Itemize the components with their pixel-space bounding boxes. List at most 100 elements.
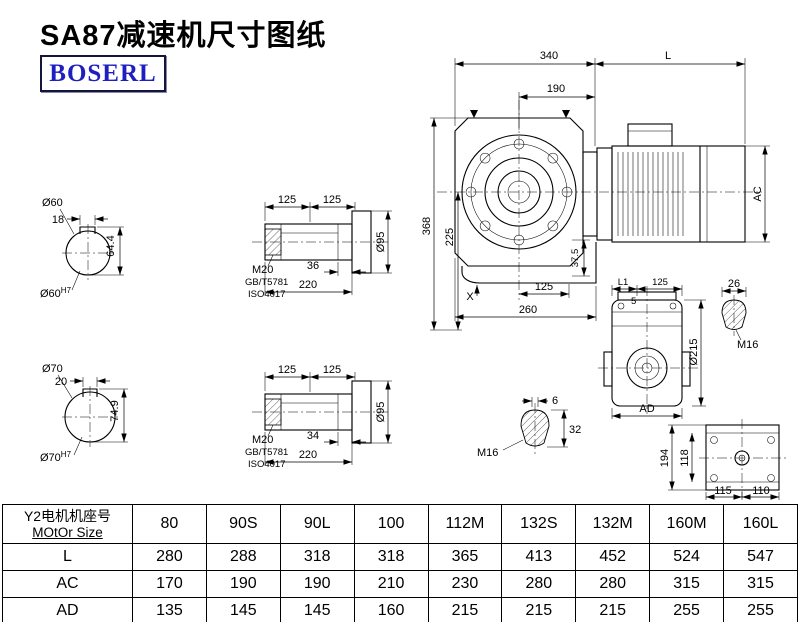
page-title: SA87减速机尺寸图纸 <box>40 20 327 52</box>
dim-dia95-top: Ø95 <box>375 232 387 253</box>
dim-37-5: 37.5 <box>570 249 581 268</box>
size-col-7: 160M <box>649 504 724 544</box>
dim-118: 118 <box>679 449 691 467</box>
dim-dia215: Ø215 <box>688 339 700 366</box>
dim-340: 340 <box>540 50 558 62</box>
dim-225: 225 <box>444 228 456 246</box>
table-cell: 255 <box>649 597 724 622</box>
table-cell: 280 <box>575 570 651 598</box>
dim-26: 26 <box>728 278 740 290</box>
shaft-detail-bottom: 125 125 M20 GB/T5781 ISO4017 34 220 Ø95 <box>245 364 392 470</box>
shaft-section-70: 20 74.9 Ø70 Ø70H7 <box>40 363 128 464</box>
key-detail-bottom: 6 32 M16 <box>477 395 581 459</box>
dim-height-60: 64.4 <box>105 235 117 256</box>
dim-368: 368 <box>421 217 433 235</box>
thread-end <box>264 398 282 426</box>
dim-125a-top: 125 <box>278 194 296 206</box>
dim-110: 110 <box>752 485 770 497</box>
bore-circle-60 <box>65 230 111 276</box>
fit-sup-70: H7 <box>61 450 72 459</box>
label-dia-70: Ø70 <box>42 363 63 375</box>
key-detail-right: 26 M16 <box>721 278 758 351</box>
brand-logo: BOSERL <box>40 55 166 92</box>
table-header-row: Y2电机机座号 MOtOr Size 80 90S 90L 100 112M 1… <box>2 504 798 544</box>
table-cell: 315 <box>723 570 798 598</box>
datum-mark-right <box>562 110 570 118</box>
table-cell: 315 <box>649 570 724 598</box>
dim-194: 194 <box>659 449 671 467</box>
label-fit-70: Ø70H7 <box>40 450 72 464</box>
dim-key-width-70: 20 <box>55 376 67 388</box>
dim-115: 115 <box>714 485 732 497</box>
label-dia-60: Ø60 <box>42 197 63 209</box>
label-gb-top: GB/T5781 <box>245 277 288 288</box>
dim-34: 34 <box>307 430 319 442</box>
table-row-L: L 280 288 318 318 365 413 452 524 547 <box>2 543 798 571</box>
dim-key-width-60: 18 <box>52 214 64 226</box>
table-cell: 145 <box>279 597 355 622</box>
table-cell: 135 <box>132 597 207 622</box>
table-cell: 318 <box>353 543 429 571</box>
dim-AC: AC <box>752 186 764 201</box>
table-cell: 547 <box>723 543 798 571</box>
terminal-box <box>627 123 673 147</box>
table-cell: 215 <box>501 597 577 622</box>
technical-drawing: 340 L 190 368 225 AC 37.5 X 125 <box>40 50 786 500</box>
dim-125-bottom: 125 <box>535 281 553 293</box>
keyway-slot-60 <box>79 226 96 234</box>
label-M16-right: M16 <box>737 339 758 351</box>
table-row-AD: AD 135 145 145 160 215 215 215 255 255 <box>2 597 798 622</box>
table-cell: 170 <box>132 570 207 598</box>
size-col-0: 80 <box>132 504 207 544</box>
label-fit-60: Ø60H7 <box>40 286 72 300</box>
dim-125-side: 125 <box>652 277 668 288</box>
table-cell: 280 <box>132 543 207 571</box>
flange-outer-circle <box>461 134 577 250</box>
table-cell: 210 <box>353 570 429 598</box>
table-cell: 145 <box>205 597 281 622</box>
label-gb-bottom: GB/T5781 <box>245 447 288 458</box>
shaft-end-shape <box>520 409 550 447</box>
shaft-end-shape <box>721 299 747 330</box>
table-cell: 318 <box>279 543 355 571</box>
dim-220-top: 220 <box>299 279 317 291</box>
housing-lower-outline <box>461 242 597 284</box>
table-cell: 160 <box>353 597 429 622</box>
table-cell: 413 <box>501 543 577 571</box>
table-cell: 215 <box>575 597 651 622</box>
dim-36: 36 <box>307 260 319 272</box>
dim-height-70: 74.9 <box>109 400 121 421</box>
table-header-cell: Y2电机机座号 MOtOr Size <box>2 504 133 544</box>
label-iso-bottom: ISO4017 <box>248 459 286 470</box>
dim-6: 6 <box>552 395 558 407</box>
dim-AD: AD <box>639 403 654 415</box>
rear-housing <box>705 424 780 491</box>
size-col-2: 90L <box>279 504 355 544</box>
datum-mark-left <box>470 110 478 118</box>
dim-190: 190 <box>547 83 565 95</box>
size-col-3: 100 <box>353 504 429 544</box>
size-col-6: 132M <box>575 504 651 544</box>
dim-125a-bottom: 125 <box>278 364 296 376</box>
table-cell: 365 <box>427 543 503 571</box>
fit-sup-60: H7 <box>61 286 72 295</box>
dim-5: 5 <box>631 296 636 307</box>
bore-circle-70 <box>64 391 116 443</box>
label-X: X <box>466 291 474 303</box>
table-cell: 255 <box>723 597 798 622</box>
rear-view: 194 118 115 110 <box>659 419 786 500</box>
table-cell: 288 <box>205 543 281 571</box>
motor-size-table: Y2电机机座号 MOtOr Size 80 90S 90L 100 112M 1… <box>2 504 798 622</box>
table-cell: 280 <box>501 570 577 598</box>
table-header-en: MOtOr Size <box>32 524 103 540</box>
fit-base-70: Ø70 <box>40 452 61 464</box>
motor-fins <box>617 152 684 236</box>
label-iso-top: ISO4017 <box>248 289 286 300</box>
output-hub <box>626 347 668 389</box>
label-M20-top: M20 <box>252 264 273 276</box>
size-col-8: 160L <box>723 504 798 544</box>
keyway-slot-70 <box>82 388 98 397</box>
table-row-AC: AC 170 190 190 210 230 280 280 315 315 <box>2 570 798 598</box>
dim-220-bottom: 220 <box>299 449 317 461</box>
